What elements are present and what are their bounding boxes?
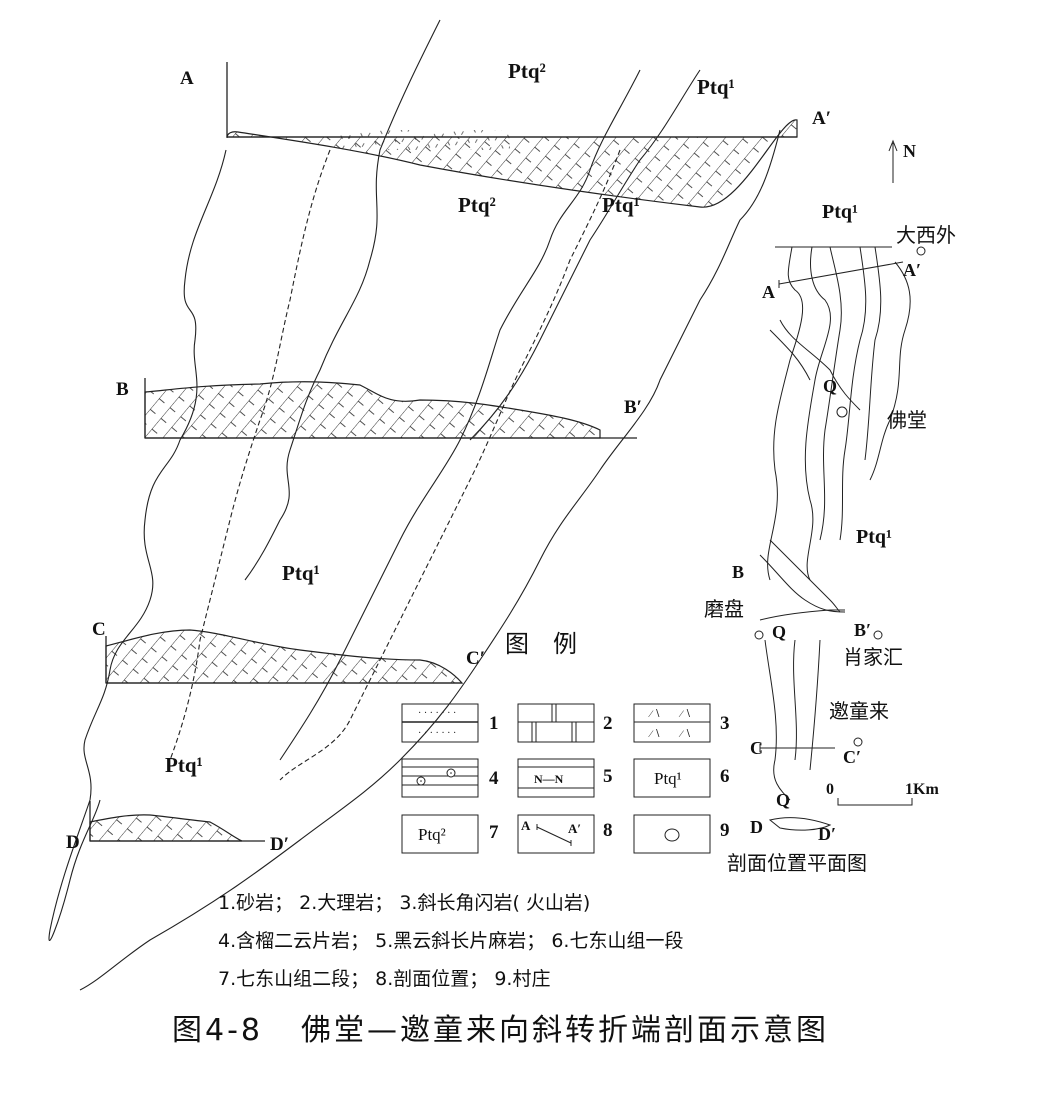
legend-symbol-8-start: A xyxy=(521,818,531,833)
legend-symbol-5-text: N—N xyxy=(534,772,564,786)
unit-label-bottom-ptq1: Ptq¹ xyxy=(165,753,203,777)
inset-section-a-end: A′ xyxy=(903,260,921,280)
inset-section-c-end: C′ xyxy=(843,747,861,767)
inset-section-d-start: D xyxy=(750,817,763,837)
legend-item-9: 9 xyxy=(633,814,730,854)
legend-item-5: N—N 5 xyxy=(517,758,613,798)
legend-symbol-6-text: Ptq¹ xyxy=(654,769,682,788)
legend-item-1: · · · · · · · · · · · · · · 1 xyxy=(401,703,499,743)
village-mopan: 磨盘 xyxy=(704,597,744,621)
svg-text:∕ ∖ ∕ ∖: ∕ ∖ ∕ ∖ xyxy=(648,729,691,740)
contact-3 xyxy=(469,69,701,441)
unit-label-mid-ptq1: Ptq¹ xyxy=(602,193,640,217)
contact-dashed-2 xyxy=(279,149,621,781)
legend-item-7: Ptq² 7 xyxy=(401,814,499,854)
section-b: B B′ xyxy=(116,378,642,439)
inset-section-a-start: A xyxy=(762,282,775,302)
legend-number-2: 2 xyxy=(603,713,613,734)
unit-label-lower-ptq1: Ptq¹ xyxy=(282,561,320,585)
village-daxiwai: 大西外 xyxy=(896,223,956,247)
legend-symbol-8-end: A′ xyxy=(568,821,581,836)
legend: 图 例 · · · · · · · · · · · · · · 1 2 ∕ ∖ … xyxy=(401,630,730,854)
section-a-start-label: A xyxy=(180,68,194,89)
figure-number: 图4-8 xyxy=(172,1013,263,1048)
inset-quaternary-label-1: Q xyxy=(823,376,837,396)
scale-bar-end: 1Km xyxy=(905,781,939,798)
inset-unit-mid: Ptq¹ xyxy=(856,526,892,548)
outer-boundary-right xyxy=(79,129,781,991)
section-c-start-label: C xyxy=(92,619,106,640)
scale-bar xyxy=(837,798,913,806)
legend-number-7: 7 xyxy=(489,822,499,843)
legend-item-8: A A′ 8 xyxy=(517,814,613,854)
inset-section-b-end: B′ xyxy=(854,620,871,640)
inset-quaternary-label-2: Q xyxy=(772,622,786,642)
unit-label-top-ptq1: Ptq¹ xyxy=(697,75,735,99)
inset-quaternary-label-3: Q xyxy=(776,790,790,810)
svg-text:· · · · · · ·: · · · · · · · xyxy=(418,708,456,719)
legend-number-6: 6 xyxy=(720,766,730,787)
inset-map: N Ptq¹ 大西外 A A′ Q xyxy=(704,139,956,875)
legend-number-3: 3 xyxy=(720,713,730,734)
inset-map-title: 剖面位置平面图 xyxy=(727,851,867,875)
section-d: D D′ xyxy=(66,801,289,855)
legend-number-1: 1 xyxy=(489,713,499,734)
legend-description-line-2: 4.含榴二云片岩； 5.黑云斜长片麻岩； 6.七东山组一段 xyxy=(218,930,684,952)
legend-item-4: 4 xyxy=(401,758,499,798)
section-d-start-label: D xyxy=(66,832,80,853)
legend-number-8: 8 xyxy=(603,820,613,841)
legend-number-4: 4 xyxy=(489,768,499,789)
svg-text:· · · · · · ·: · · · · · · · xyxy=(418,728,456,739)
outer-boundary-left xyxy=(48,149,227,941)
legend-item-3: ∕ ∖ ∕ ∖ ∕ ∖ ∕ ∖ 3 xyxy=(633,703,730,743)
legend-number-5: 5 xyxy=(603,766,613,787)
section-d-end-label: D′ xyxy=(270,834,289,855)
section-c: C C′ xyxy=(92,619,485,684)
section-c-end-label: C′ xyxy=(466,648,485,669)
inset-section-c-start: C xyxy=(750,738,763,758)
legend-item-2: 2 xyxy=(517,703,613,743)
village-xiaojiahui: 肖家汇 xyxy=(843,645,903,669)
figure-caption: 图4-8 佛堂—邀童来向斜转折端剖面示意图 xyxy=(172,1005,829,1049)
inset-section-d-end: D′ xyxy=(818,824,836,844)
section-a-body xyxy=(226,119,798,208)
village-fotang: 佛堂 xyxy=(887,408,927,432)
unit-label-mid-ptq2: Ptq² xyxy=(458,193,496,217)
section-a-end-label: A′ xyxy=(812,108,831,129)
section-c-body xyxy=(105,629,464,684)
section-b-end-label: B′ xyxy=(624,397,642,418)
village-yaotonglai: 邀童来 xyxy=(829,699,889,723)
legend-description-line-3: 7.七东山组二段； 8.剖面位置； 9.村庄 xyxy=(218,968,551,990)
svg-text:∕ ∖ ∕ ∖: ∕ ∖ ∕ ∖ xyxy=(648,709,691,720)
inset-section-b-start: B xyxy=(732,562,744,582)
section-d-body xyxy=(89,814,243,842)
legend-description-line-1: 1.砂岩； 2.大理岩； 3.斜长角闪岩( 火山岩) xyxy=(218,892,591,914)
scale-bar-start: 0 xyxy=(826,781,834,798)
inset-unit-top: Ptq¹ xyxy=(822,201,858,223)
north-label: N xyxy=(903,141,916,161)
section-a: A A′ xyxy=(180,62,831,208)
figure-title: 佛堂—邀童来向斜转折端剖面示意图 xyxy=(301,1013,829,1048)
village-circle-icon xyxy=(664,828,680,842)
section-b-body xyxy=(144,381,601,439)
legend-item-6: Ptq¹ 6 xyxy=(633,758,730,798)
section-b-start-label: B xyxy=(116,379,129,400)
unit-label-top-ptq2: Ptq² xyxy=(508,59,546,83)
legend-title: 图 例 xyxy=(505,630,577,658)
legend-number-9: 9 xyxy=(720,820,730,841)
legend-symbol-7-text: Ptq² xyxy=(418,825,446,844)
contact-1 xyxy=(244,19,441,581)
